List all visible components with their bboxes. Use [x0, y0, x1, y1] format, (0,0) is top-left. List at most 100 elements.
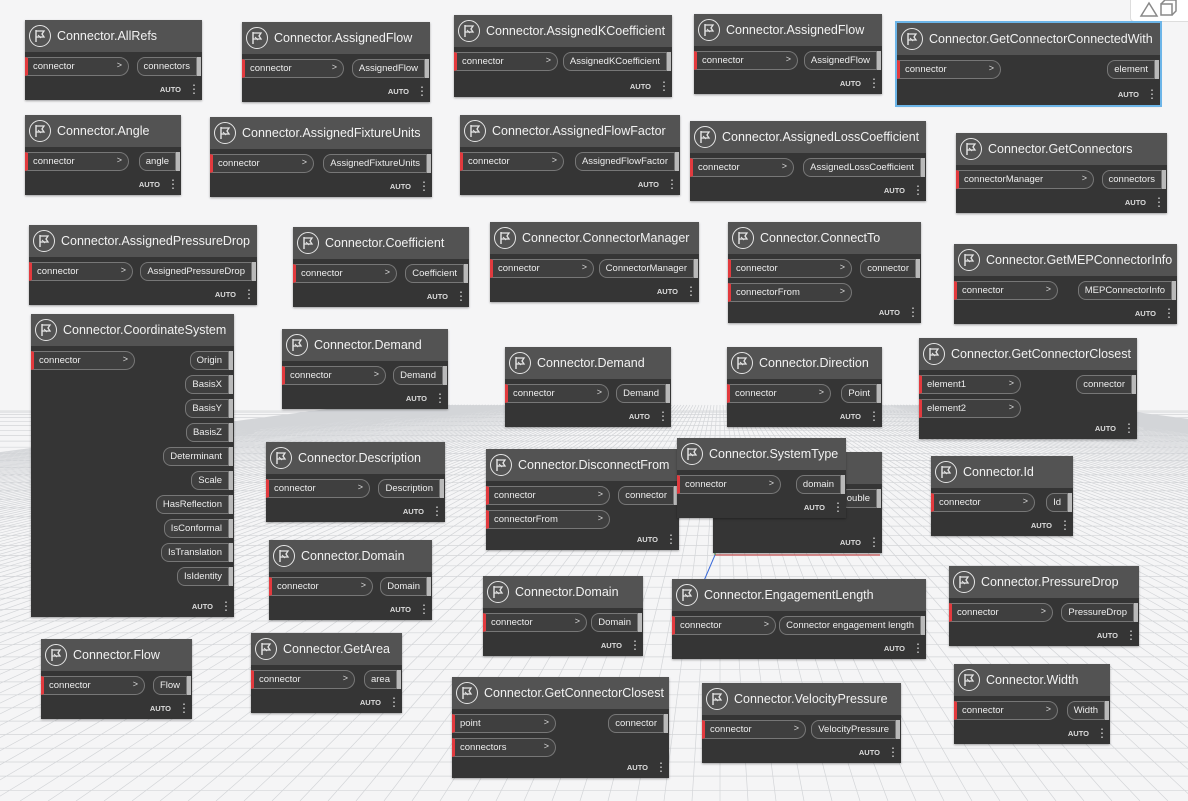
output-port-angle[interactable]: angle	[138, 152, 181, 171]
input-port-connector[interactable]: connector>	[949, 603, 1053, 622]
output-port-connectors[interactable]: connectors	[136, 57, 202, 76]
more-options-icon[interactable]: ⋮	[629, 638, 641, 652]
output-port-connector[interactable]: connector	[860, 259, 920, 278]
more-options-icon[interactable]: ⋮	[416, 84, 428, 98]
node-connector-assignedkcoefficient[interactable]: Connector.AssignedKCoefficient connector>…	[454, 15, 672, 97]
input-port-connector[interactable]: connector>	[727, 384, 831, 403]
node-header[interactable]: Connector.ConnectTo	[728, 222, 921, 254]
node-connector-getconnectorconnectedwith[interactable]: Connector.GetConnectorConnectedWith conne…	[895, 21, 1162, 107]
more-options-icon[interactable]: ⋮	[887, 745, 899, 759]
output-port-element[interactable]: element	[1107, 60, 1159, 79]
input-port-point[interactable]: point>	[452, 714, 556, 733]
node-header[interactable]: Connector.Id	[931, 456, 1073, 488]
input-port-connector[interactable]: connector>	[954, 701, 1058, 720]
input-port-connector[interactable]: connector>	[490, 259, 594, 278]
output-port-origin[interactable]: Origin	[189, 351, 234, 370]
input-port-connector[interactable]: connector>	[293, 264, 397, 283]
input-port-connector[interactable]: connector>	[29, 262, 133, 281]
input-port-connector[interactable]: connector>	[210, 154, 314, 173]
more-options-icon[interactable]: ⋮	[1059, 518, 1071, 532]
node-header[interactable]: Connector.AssignedKCoefficient	[454, 15, 672, 47]
node-header[interactable]: Connector.AssignedLossCoefficient	[690, 121, 926, 153]
more-options-icon[interactable]: ⋮	[655, 760, 667, 774]
node-header[interactable]: Connector.CoordinateSystem	[31, 314, 234, 346]
output-port-area[interactable]: area	[363, 670, 402, 689]
node-header[interactable]: Connector.Coefficient	[293, 227, 469, 259]
input-port-element2[interactable]: element2>	[919, 399, 1021, 418]
more-options-icon[interactable]: ⋮	[1123, 421, 1135, 435]
node-header[interactable]: Connector.ConnectorManager	[490, 222, 699, 254]
output-port-connector-engagement-length[interactable]: Connector engagement length	[779, 616, 925, 635]
node-connector-assignedfixtureunits[interactable]: Connector.AssignedFixtureUnits connector>…	[210, 117, 432, 197]
node-header[interactable]: Connector.EngagementLength	[672, 579, 926, 611]
node-header[interactable]: Connector.AssignedFlow	[242, 22, 430, 54]
more-options-icon[interactable]: ⋮	[666, 177, 678, 191]
output-port-domain[interactable]: domain	[795, 475, 846, 494]
output-port-scale[interactable]: Scale	[191, 471, 233, 490]
node-header[interactable]: Connector.GetMEPConnectorInfo	[954, 244, 1177, 276]
input-port-connector[interactable]: connector>	[251, 670, 355, 689]
more-options-icon[interactable]: ⋮	[868, 535, 880, 549]
input-port-connector[interactable]: connector>	[454, 52, 558, 71]
input-port-connectors[interactable]: connectors>	[452, 738, 556, 757]
output-port-coefficient[interactable]: Coefficient	[405, 264, 468, 283]
more-options-icon[interactable]: ⋮	[658, 79, 670, 93]
more-options-icon[interactable]: ⋮	[868, 409, 880, 423]
input-port-connector[interactable]: connector>	[677, 475, 781, 494]
output-port-assignedflow[interactable]: AssignedFlow	[351, 59, 430, 78]
more-options-icon[interactable]: ⋮	[418, 179, 430, 193]
more-options-icon[interactable]: ⋮	[178, 701, 190, 715]
input-port-connector[interactable]: connector>	[242, 59, 344, 78]
more-options-icon[interactable]: ⋮	[1153, 195, 1165, 209]
input-port-connector[interactable]: connector>	[282, 366, 386, 385]
node-header[interactable]: Connector.GetConnectors	[956, 133, 1167, 165]
input-port-connector[interactable]: connector>	[25, 152, 129, 171]
input-port-connector[interactable]: connector>	[931, 493, 1035, 512]
node-header[interactable]: Connector.AssignedFlowFactor	[460, 115, 680, 147]
node-header[interactable]: Connector.Description	[266, 442, 445, 474]
more-options-icon[interactable]: ⋮	[1125, 628, 1137, 642]
more-options-icon[interactable]: ⋮	[431, 504, 443, 518]
input-port-connector[interactable]: connector>	[505, 384, 609, 403]
more-options-icon[interactable]: ⋮	[1146, 87, 1158, 101]
output-port-basisz[interactable]: BasisZ	[185, 423, 234, 442]
more-options-icon[interactable]: ⋮	[665, 532, 677, 546]
output-port-connector[interactable]: connector	[608, 714, 668, 733]
output-port-connector[interactable]: connector	[1076, 375, 1136, 394]
node-header[interactable]: Connector.AssignedFlow	[694, 14, 882, 46]
node-header[interactable]: Connector.AssignedFixtureUnits	[210, 117, 432, 149]
more-options-icon[interactable]: ⋮	[832, 500, 844, 514]
output-port-basisy[interactable]: BasisY	[185, 399, 233, 418]
node-header[interactable]: Connector.SystemType	[677, 438, 846, 470]
output-port-connectormanager[interactable]: ConnectorManager	[598, 259, 699, 278]
more-options-icon[interactable]: ⋮	[388, 695, 400, 709]
input-port-connector[interactable]: connector>	[728, 259, 852, 278]
output-port-domain[interactable]: Domain	[380, 577, 431, 596]
node-header[interactable]: Connector.Width	[954, 664, 1110, 696]
output-port-demand[interactable]: Demand	[616, 384, 670, 403]
node-connector-assignedflow[interactable]: Connector.AssignedFlow connector> Assigned…	[242, 22, 430, 102]
output-port-point[interactable]: Point	[841, 384, 881, 403]
input-port-connector[interactable]: connector>	[41, 676, 145, 695]
node-header[interactable]: Connector.AllRefs	[25, 20, 202, 52]
input-port-connector[interactable]: connector>	[897, 60, 1001, 79]
more-options-icon[interactable]: ⋮	[685, 284, 697, 298]
input-port-connectorfrom[interactable]: connectorFrom>	[728, 283, 852, 302]
node-header[interactable]: Connector.GetConnectorClosest	[919, 338, 1137, 370]
node-header[interactable]: Connector.AssignedPressureDrop	[29, 225, 257, 257]
node-header[interactable]: Connector.GetConnectorConnectedWith	[897, 23, 1160, 55]
node-header[interactable]: Connector.Flow	[41, 639, 192, 671]
output-port-assignedlosscoefficient[interactable]: AssignedLossCoefficient	[803, 158, 925, 177]
